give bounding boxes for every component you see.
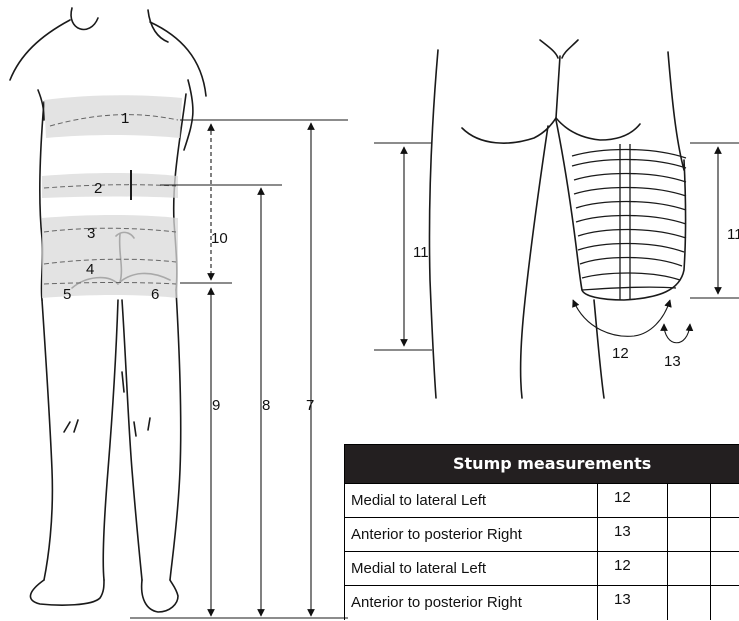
stump-bandage <box>572 144 686 300</box>
back-leg-left-outer <box>42 300 52 580</box>
wrap-9 <box>580 258 682 267</box>
back-knee-left <box>64 420 78 432</box>
front-arm-right <box>668 52 684 170</box>
back-shoulder-left <box>10 20 70 80</box>
table-row: Medial to lateral Left 12 <box>344 552 739 586</box>
label-6: 6 <box>151 286 159 303</box>
row-label: Medial to lateral Left <box>345 552 598 585</box>
wrap-2 <box>572 160 686 169</box>
row-label: Medial to lateral Left <box>345 484 598 517</box>
row-empty-cell[interactable] <box>711 552 739 585</box>
label-7: 7 <box>306 397 314 414</box>
table-row: Anterior to posterior Right 13 <box>344 518 739 552</box>
row-value: 12 <box>598 552 668 585</box>
table-row: Medial to lateral Left 12 <box>344 484 739 518</box>
dim-12-arc <box>573 300 670 336</box>
row-label: Anterior to posterior Right <box>345 518 598 551</box>
wrap-6 <box>576 216 686 225</box>
back-shoulder-right <box>150 22 206 96</box>
stump-measurements-table: Stump measurements Medial to lateral Lef… <box>344 444 739 620</box>
label-3: 3 <box>87 225 95 242</box>
table-title: Stump measurements <box>344 444 739 484</box>
label-11-right: 11 <box>727 226 739 243</box>
front-leg-left-outer <box>594 300 604 398</box>
row-empty-cell[interactable] <box>668 552 711 585</box>
label-4: 4 <box>86 261 94 278</box>
label-9: 9 <box>212 397 220 414</box>
wrap-5 <box>576 202 686 211</box>
label-10: 10 <box>211 230 228 247</box>
front-stump-inner <box>556 120 582 290</box>
front-groin-right <box>556 118 640 140</box>
measurement-bands <box>42 95 182 298</box>
row-value: 12 <box>598 484 668 517</box>
back-foot-left <box>30 580 104 605</box>
row-empty-cell[interactable] <box>668 518 711 551</box>
row-empty-cell[interactable] <box>668 484 711 517</box>
label-11-left: 11 <box>413 244 429 261</box>
wrap-8 <box>578 244 684 253</box>
front-leg-left-inner <box>521 126 548 398</box>
row-label: Anterior to posterior Right <box>345 586 598 620</box>
front-body-figure <box>429 40 685 398</box>
label-2: 2 <box>94 180 102 197</box>
wrap-11 <box>582 287 676 290</box>
back-leg-left-inner <box>103 300 118 580</box>
row-value: 13 <box>598 586 668 620</box>
label-12: 12 <box>612 345 629 362</box>
row-value: 13 <box>598 518 668 551</box>
back-knee-right <box>134 418 150 436</box>
wrap-1 <box>572 150 686 159</box>
wrap-7 <box>578 230 686 239</box>
label-8: 8 <box>262 397 270 414</box>
back-leg-right-outer <box>170 290 181 580</box>
back-thigh-mark <box>122 372 124 392</box>
back-neck-left <box>71 8 98 29</box>
row-empty-cell[interactable] <box>711 484 739 517</box>
label-13: 13 <box>664 353 681 370</box>
row-empty-cell[interactable] <box>711 518 739 551</box>
back-arm-right <box>184 80 193 150</box>
front-neck-left <box>540 40 558 58</box>
dim-13-arc <box>664 324 690 343</box>
back-foot-right <box>142 580 178 612</box>
front-neck-right <box>562 40 578 58</box>
wrap-strap <box>620 144 630 300</box>
label-5: 5 <box>63 286 71 303</box>
back-arm-left <box>38 90 44 120</box>
row-empty-cell[interactable] <box>668 586 711 620</box>
wrap-10 <box>582 273 680 280</box>
front-groin-left <box>462 118 556 143</box>
front-center-line <box>556 56 560 118</box>
label-1: 1 <box>121 110 129 127</box>
row-empty-cell[interactable] <box>711 586 739 620</box>
table-row: Anterior to posterior Right 13 <box>344 586 739 620</box>
back-leg-right-inner <box>122 300 142 580</box>
front-arm-left <box>429 50 438 398</box>
